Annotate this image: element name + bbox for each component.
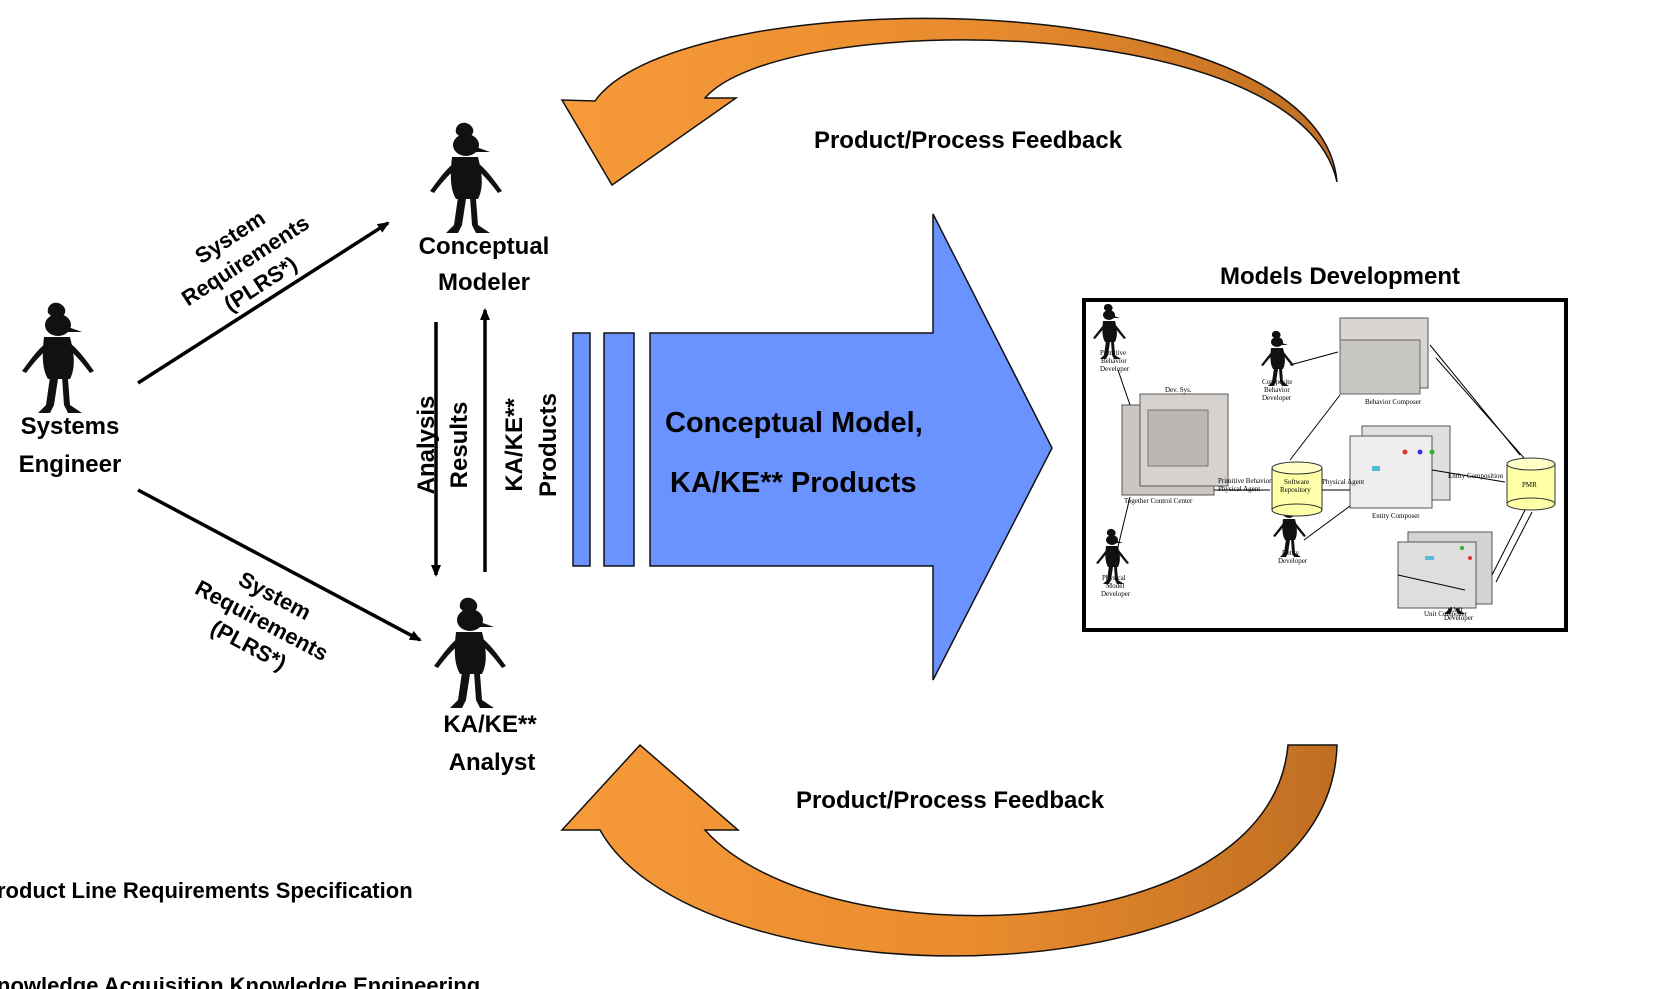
tiny-bc: Behavior Composer — [1365, 398, 1422, 406]
tiny-ed-1: Entity — [1282, 549, 1300, 557]
big-arrow-line-1: Conceptual Model, — [665, 407, 923, 439]
arrow-to-analyst — [137, 488, 422, 642]
tiny-ud-1: Unit — [1450, 606, 1463, 614]
conceptual-modeler-figure — [430, 122, 502, 233]
tiny-ec-link: Entity Composition — [1448, 472, 1504, 480]
tiny-pmd-3: Developer — [1101, 590, 1131, 598]
tiny-pbd-3: Developer — [1100, 365, 1130, 373]
footnote-2: nowledge Acquisition Knowledge Engineeri… — [0, 973, 480, 989]
big-arrow-line-2: KA/KE** Products — [670, 467, 917, 499]
software-repository-cylinder — [1271, 461, 1323, 517]
req-label-bottom: System Requirements (PLRS*) — [191, 566, 332, 675]
systems-engineer-label-2: Engineer — [19, 451, 122, 478]
results-label: Results — [446, 402, 473, 489]
systems-engineer-label-1: Systems — [21, 413, 120, 440]
tiny-ed-2: Developer — [1278, 557, 1308, 565]
tiny-pmr: PMR — [1522, 481, 1537, 489]
tiny-repo-2: Repository — [1280, 486, 1311, 494]
feedback-top-label: Product/Process Feedback — [814, 127, 1123, 154]
tiny-cbd-1: Composite — [1262, 378, 1292, 386]
tiny-uc: Unit Composer — [1424, 610, 1468, 618]
pmr-cylinder — [1506, 457, 1556, 511]
tiny-dev-top: Dev. Sys. — [1165, 386, 1192, 394]
req-label-top: System Requirements (PLRS*) — [177, 205, 314, 317]
feedback-arrow-bottom — [560, 743, 1338, 957]
models-development-title: Models Development — [1220, 263, 1460, 290]
arrow-to-modeler — [137, 221, 390, 385]
tiny-ud-2: Developer — [1444, 614, 1474, 622]
tiny-repo-1: Software — [1284, 478, 1309, 486]
footnote-1: roduct Line Requirements Specification — [0, 878, 413, 903]
conceptual-modeler-label-1: Conceptual — [419, 233, 550, 260]
tiny-pbd-1: Primitive — [1100, 349, 1126, 357]
feedback-bottom-label: Product/Process Feedback — [796, 787, 1105, 814]
tiny-pb-1: Primitive Behavior — [1218, 477, 1272, 485]
models-development-panel: Primitive Behavior Developer Physical Mo… — [1082, 298, 1568, 632]
big-blue-arrow — [572, 213, 1053, 681]
kake-analyst-label-2: Analyst — [449, 749, 536, 776]
systems-engineer-figure — [22, 302, 94, 413]
tiny-pmd-1: Physical — [1102, 574, 1126, 582]
feedback-arrow-top — [560, 17, 1338, 187]
tiny-tcc: Together Control Center — [1124, 497, 1193, 505]
kake-analyst-figure — [434, 597, 506, 708]
kake-analyst-label-1: KA/KE** — [443, 711, 537, 738]
tiny-pmd-2: Model — [1106, 582, 1124, 590]
tiny-cbd-2: Behavior — [1264, 386, 1290, 394]
conceptual-modeler-label-2: Modeler — [438, 269, 530, 296]
tiny-pb-2: Physical Agent — [1218, 485, 1260, 493]
analysis-label: Analysis — [413, 396, 440, 495]
kake-products-label-1: KA/KE** — [501, 398, 528, 492]
kake-products-label-2: Products — [535, 393, 562, 497]
tiny-ec: Entity Composer — [1372, 512, 1420, 520]
tiny-pbd-2: Behavior — [1101, 357, 1127, 365]
tiny-pa: Physical Agent — [1322, 478, 1364, 486]
tiny-cbd-3: Developer — [1262, 394, 1292, 402]
